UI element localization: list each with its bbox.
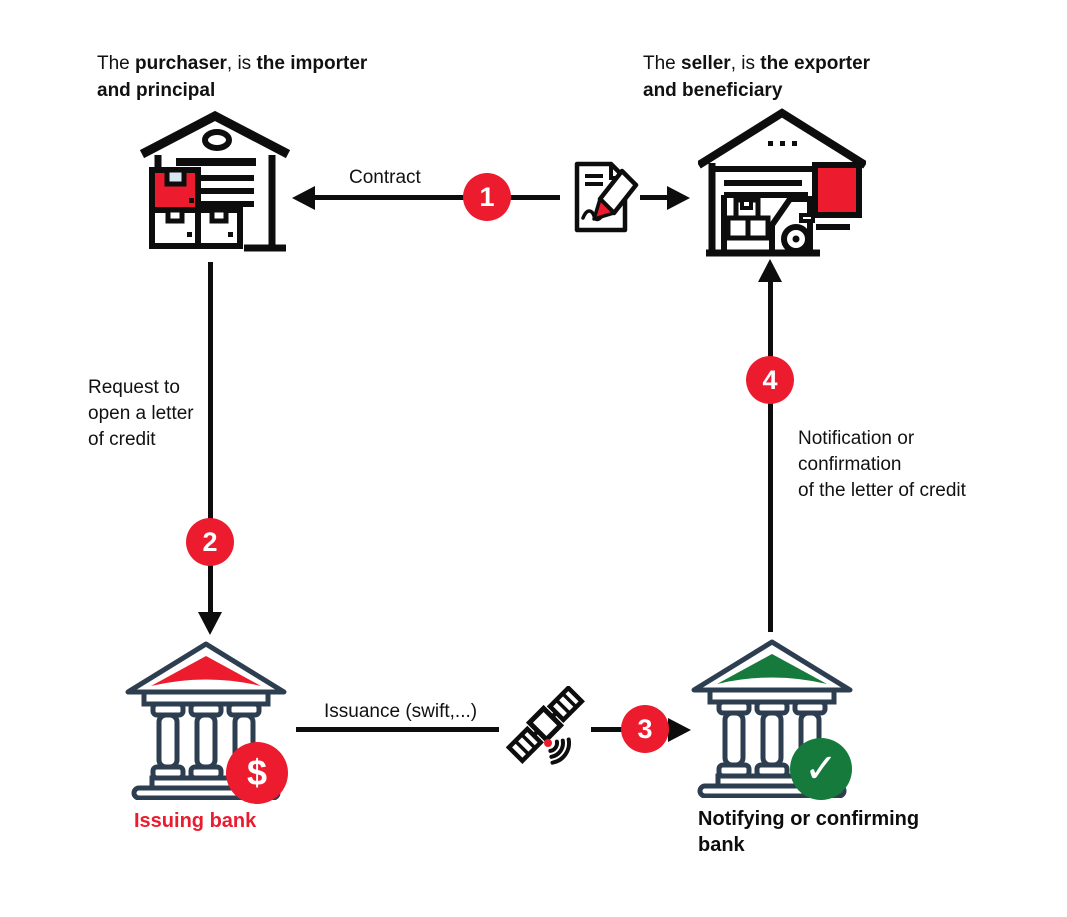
step-2-badge: 2: [186, 518, 234, 566]
step-1-badge: 1: [463, 173, 511, 221]
dollar-badge: $: [226, 742, 288, 804]
signed-document-pen-icon: [560, 158, 640, 236]
notifying-bank-icon: [686, 634, 858, 798]
step-3-badge: 3: [621, 705, 669, 753]
step-4-badge: 4: [746, 356, 794, 404]
purchaser-label-pre: The: [97, 53, 136, 74]
notification-arrowhead-up: [758, 259, 782, 282]
seller-label: The seller, is the exporter and benefici…: [643, 50, 898, 104]
purchaser-label-bold: purchaser: [135, 53, 227, 74]
issuing-bank-label: Issuing bank: [134, 810, 257, 832]
request-label: Request to open a letter of credit: [88, 377, 194, 450]
issuance-label: Issuance (swift,...): [324, 701, 478, 722]
contract-arrowhead-left: [292, 186, 315, 210]
issuance-arrow-line: [296, 727, 670, 732]
notification-arrow-line: [768, 280, 773, 632]
purchaser-label-mid: , is: [226, 53, 257, 74]
issuance-arrowhead-right: [668, 718, 691, 742]
seller-label-role: the exporter and beneficiary: [643, 53, 871, 101]
seller-label-pre: The: [643, 53, 682, 74]
contract-arrowhead-right: [667, 186, 690, 210]
seller-label-bold: seller: [681, 53, 731, 74]
notification-label: Notification or confirmation of the lett…: [798, 428, 966, 501]
satellite-icon: [499, 684, 591, 776]
request-arrowhead-down: [198, 612, 222, 635]
purchaser-label-role: the importer and principal: [97, 53, 368, 101]
check-badge: ✓: [790, 738, 852, 800]
seller-warehouse-truck-icon: [698, 103, 866, 258]
contract-label: Contract: [349, 167, 421, 188]
request-arrow-line: [208, 262, 213, 618]
seller-label-mid: , is: [730, 53, 761, 74]
notifying-bank-label: Notifying or confirming bank: [698, 808, 920, 856]
purchaser-warehouse-icon: [140, 106, 290, 254]
purchaser-label: The purchaser, is the importer and princ…: [97, 50, 397, 104]
